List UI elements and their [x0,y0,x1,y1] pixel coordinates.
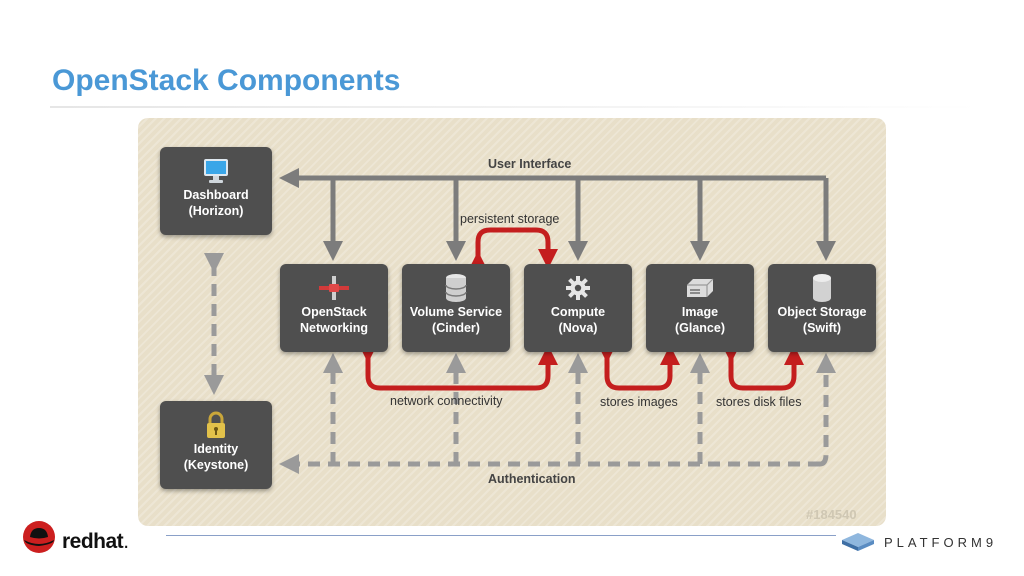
compute-subtitle: (Nova) [558,321,598,335]
cylinder-icon [809,272,835,304]
monitor-icon [201,155,231,187]
relation-connectors [358,227,804,391]
platform9-brand-text: PLATFORM9 [884,535,998,550]
network-connectivity-label: network connectivity [390,394,503,408]
diagram-watermark: #184540 [806,507,857,522]
diagram-panel: Dashboard (Horizon) Identity (Keystone) … [138,118,886,526]
platform9-logo: PLATFORM9 [838,530,1018,554]
slide-title: OpenStack Components [52,64,401,97]
image-title: Image [681,305,719,319]
stores-disk-files-label: stores disk files [716,395,802,409]
networking-title: OpenStack [301,305,367,319]
connector-layer [204,168,836,474]
network-connectivity-arrow [358,342,558,391]
object-storage-box: Object Storage (Swift) [768,264,876,352]
volume-service-subtitle: (Cinder) [432,321,480,335]
platform9-cube-icon [842,533,874,551]
identity-subtitle: (Keystone) [183,458,249,472]
stores-images-arrow [597,342,680,391]
object-storage-subtitle: (Swift) [802,321,842,335]
image-box: Image (Glance) [646,264,754,352]
user-interface-label: User Interface [488,157,572,171]
object-storage-title: Object Storage [777,305,867,319]
persistent-storage-label: persistent storage [460,212,560,226]
database-icon [441,272,471,304]
title-divider [50,106,980,108]
redhat-brand-text: redhat [62,530,124,553]
dashboard-subtitle: (Horizon) [188,204,244,218]
server-icon [683,272,717,304]
authentication-connectors [279,353,836,474]
stores-images-label: stores images [600,395,678,409]
auth-bus [816,353,836,467]
compute-box: Compute (Nova) [524,264,632,352]
image-subtitle: (Glance) [674,321,725,335]
redhat-logo: redhat. [18,520,138,560]
redhat-hat-icon [23,521,55,553]
dashboard-title: Dashboard [183,188,249,202]
footer-divider [166,535,836,536]
volume-service-box: Volume Service (Cinder) [402,264,510,352]
network-icon [317,272,351,304]
padlock-icon [201,409,231,441]
redhat-brand-suffix: . [123,530,129,553]
identity-title: Identity [193,442,239,456]
authentication-label: Authentication [488,472,576,486]
identity-box: Identity (Keystone) [160,401,272,489]
compute-title: Compute [550,305,606,319]
volume-service-title: Volume Service [409,305,503,319]
user-interface-connectors [279,168,836,261]
networking-box: OpenStack Networking [280,264,388,352]
networking-subtitle: Networking [299,321,369,335]
gear-icon [563,272,593,304]
persistent-storage-arrow [468,227,558,272]
stores-disk-files-arrow [721,342,804,391]
dashboard-box: Dashboard (Horizon) [160,147,272,235]
